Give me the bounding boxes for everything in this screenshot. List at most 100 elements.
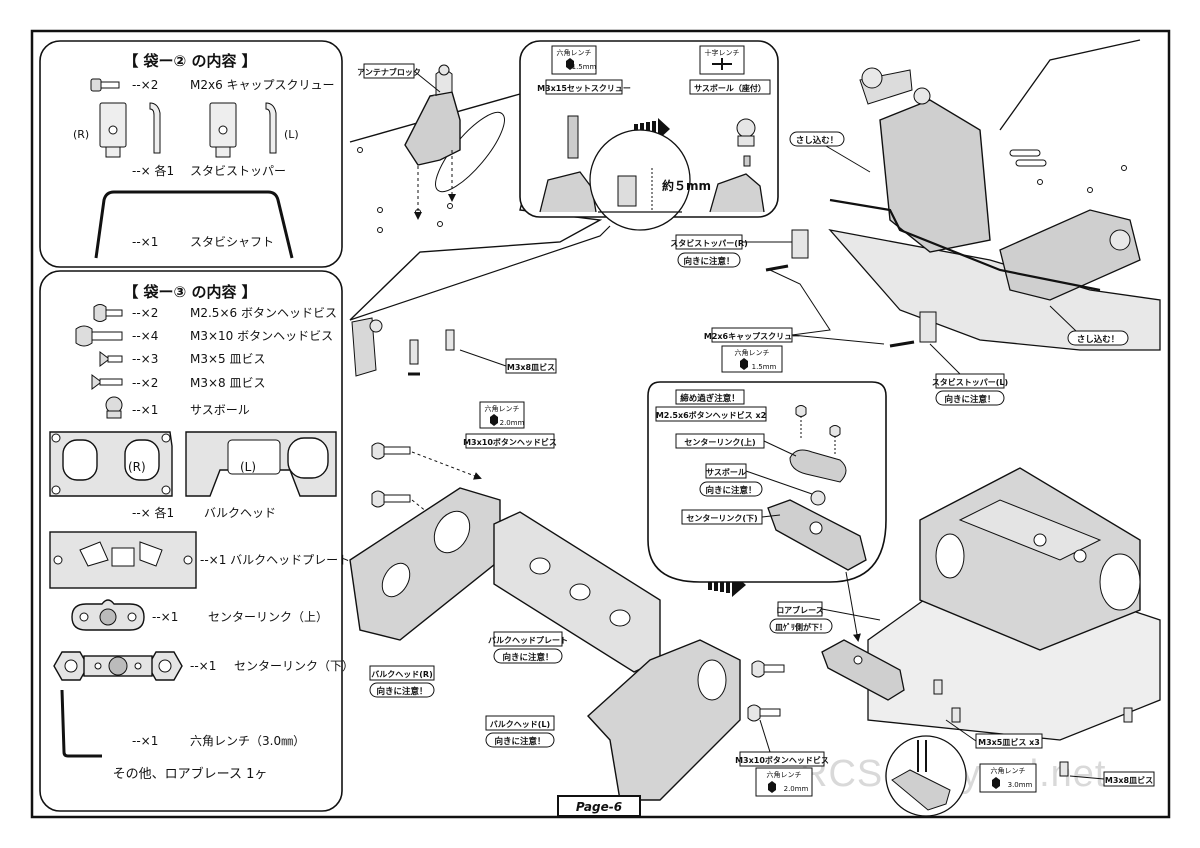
bulkhead-r-icon	[49, 431, 173, 497]
svg-text:バルクヘッド(L): バルクヘッド(L)	[490, 719, 550, 729]
svg-text:センターリンク(上): センターリンク(上)	[684, 437, 755, 447]
svg-text:向きに注意！: 向きに注意！	[705, 485, 756, 496]
bag2-item-name: M2x6 キャップスクリュー	[190, 78, 335, 92]
bag2-item-name: スタビシャフト	[190, 235, 274, 249]
svg-text:M3x10ボタンヘッドビス: M3x10ボタンヘッドビス	[463, 437, 557, 447]
label-m3x8-flat-mid: M3x8皿ビス	[459, 349, 557, 374]
svg-text:M3x10ボタンヘッドビス: M3x10ボタンヘッドビス	[735, 755, 829, 765]
bag3-item-name: バルクヘッド	[204, 506, 276, 520]
svg-text:六角レンチ: 六角レンチ	[485, 404, 520, 413]
label-m3x8-flat-bottom: M3x8皿ビス	[1069, 771, 1155, 787]
zoom-detail-bottom	[885, 735, 967, 817]
svg-text:向きに注意！: 向きに注意！	[494, 736, 545, 747]
bag3-item-name: センターリンク（上）	[208, 610, 328, 624]
svg-text:M3x5皿ビス x3: M3x5皿ビス x3	[978, 737, 1040, 747]
svg-text:2.0mm: 2.0mm	[784, 785, 809, 793]
svg-text:皿ｹﾞﾘ側が下！: 皿ｹﾞﾘ側が下！	[775, 622, 827, 632]
stab-stopper-r-icon	[99, 102, 161, 158]
stab-stopper-l-icon	[209, 102, 277, 158]
bag2-panel: 【 袋ー② の内容 】 --×2 M2x6 キャップスクリュー (R) (L) …	[39, 40, 343, 268]
bag2-item-name: スタビストッパー	[190, 164, 286, 178]
svg-text:サスボール（座付）: サスボール（座付）	[694, 83, 766, 93]
label-m3x10-top: 六角レンチ 2.0mm M3x10ボタンヘッドビス	[463, 401, 557, 449]
svg-text:センターリンク(下): センターリンク(下)	[686, 513, 757, 523]
flat-screw-icon	[91, 374, 123, 390]
svg-text:2.0mm: 2.0mm	[500, 419, 525, 427]
bag3-side-r: (R)	[128, 460, 146, 474]
svg-text:バルクヘッドプレート: バルクヘッドプレート	[488, 635, 568, 645]
cap-screw-icon	[90, 78, 120, 92]
bag2-item-qty: --× 各1	[132, 163, 174, 178]
bag2-side-r: (R)	[73, 128, 89, 141]
label-m3x5-flat: M3x5皿ビス x3	[945, 719, 1043, 749]
label-insert-top: さし込む！	[789, 131, 871, 173]
label-antenna-block: アンテナブロック	[357, 63, 441, 93]
bag3-item-qty: --×1	[190, 659, 216, 673]
bag2-side-l: (L)	[284, 128, 299, 141]
svg-text:さし込む！: さし込む！	[796, 135, 839, 146]
bag3-item-qty: --× 各1	[132, 505, 174, 520]
svg-text:六角レンチ: 六角レンチ	[991, 766, 1026, 775]
label-hex-3mm: 六角レンチ 3.0mm	[979, 763, 1037, 793]
svg-text:向きに注意！: 向きに注意！	[683, 256, 734, 267]
svg-text:六角レンチ: 六角レンチ	[557, 48, 592, 57]
bag3-panel: 【 袋ー③ の内容 】 --×2 M2.5×6 ボタンヘッドビス --×4 M3…	[39, 270, 354, 812]
antenna-block-part	[404, 64, 461, 220]
hex-wrench-icon	[60, 689, 102, 758]
bulkhead-l-icon	[185, 431, 337, 497]
svg-text:スタビストッパー(L): スタビストッパー(L)	[932, 377, 1008, 387]
button-screw-icon	[75, 325, 123, 347]
stab-stopper-l-part	[889, 311, 937, 348]
svg-text:1.5mm: 1.5mm	[752, 363, 777, 371]
svg-text:さし込む！: さし込む！	[1077, 334, 1120, 345]
svg-text:スタビストッパー(R): スタビストッパー(R)	[670, 238, 747, 248]
label-bulkhead-plate: バルクヘッドプレート 向きに注意！	[488, 631, 568, 664]
svg-text:M2.5x6ボタンヘッドビス x2: M2.5x6ボタンヘッドビス x2	[656, 410, 766, 420]
svg-text:向きに注意！: 向きに注意！	[376, 686, 427, 697]
bulkhead-r-part	[349, 487, 501, 641]
bag3-item-qty: --×1	[132, 734, 158, 748]
bag2-title: 【 袋ー② の内容 】	[123, 52, 256, 70]
svg-text:M3x8皿ビス: M3x8皿ビス	[507, 362, 555, 372]
svg-text:約５mm: 約５mm	[662, 178, 711, 193]
svg-text:サスボール: サスボール	[706, 467, 746, 477]
center-link-detail-box: 締め過ぎ注意！ M2.5x6ボタンヘッドビス x2 センターリンク(上) サスボ…	[647, 381, 887, 642]
bag3-item-qty: --×1	[132, 403, 158, 417]
bag3-item-name: M3×8 皿ビス	[190, 376, 266, 390]
svg-text:3.0mm: 3.0mm	[1008, 781, 1033, 789]
bag3-item-name: 六角レンチ（3.0㎜）	[190, 734, 305, 748]
svg-text:Page-6: Page-6	[576, 800, 622, 814]
bulkhead-plate-icon	[49, 531, 197, 589]
stab-stopper-r-part	[765, 229, 809, 272]
label-insert-right: さし込む！	[1049, 305, 1129, 346]
svg-text:M3x8皿ビス: M3x8皿ビス	[1105, 775, 1153, 785]
label-bulkhead-r: バルクヘッド(R) 向きに注意！	[369, 665, 435, 698]
svg-text:アンテナブロック: アンテナブロック	[357, 67, 421, 77]
bag3-footer: その他、ロアブレース 1ヶ	[113, 766, 268, 782]
bag3-item-qty: --×3	[132, 352, 158, 366]
svg-text:六角レンチ: 六角レンチ	[767, 770, 802, 779]
bulkhead-plate-part	[493, 511, 661, 673]
label-lower-brace: ロアブレース 皿ｹﾞﾘ側が下！	[769, 601, 881, 634]
bag3-title: 【 袋ー③ の内容 】	[123, 283, 256, 301]
center-link-upper-icon	[71, 599, 145, 631]
m3x10-screws-lower	[747, 660, 785, 722]
bag3-item-name: M2.5×6 ボタンヘッドビス	[190, 306, 337, 320]
sus-ball-icon	[105, 396, 123, 419]
bag2-item-qty: --×2	[132, 78, 158, 92]
label-m3x10-bottom: M3x10ボタンヘッドビス 六角レンチ 2.0mm	[735, 719, 829, 797]
svg-text:M2x6キャップスクリュー: M2x6キャップスクリュー	[704, 331, 800, 341]
bag3-item-name: M3×10 ボタンヘッドビス	[190, 329, 333, 343]
svg-text:向きに注意！: 向きに注意！	[944, 394, 995, 405]
svg-text:十字レンチ: 十字レンチ	[705, 48, 740, 57]
button-screw-icon	[93, 304, 123, 322]
center-link-lower-icon	[53, 651, 183, 681]
svg-text:バルクヘッド(R): バルクヘッド(R)	[371, 669, 432, 679]
front-suspension-assembly	[828, 39, 1161, 351]
svg-text:M3x15セットスクリュー: M3x15セットスクリュー	[537, 83, 631, 93]
svg-text:向きに注意！: 向きに注意！	[502, 652, 553, 663]
svg-text:ロアブレース: ロアブレース	[776, 605, 824, 615]
stab-shaft-icon	[94, 190, 294, 259]
label-stab-stopper-r: スタビストッパー(R) 向きに注意！	[670, 234, 792, 268]
